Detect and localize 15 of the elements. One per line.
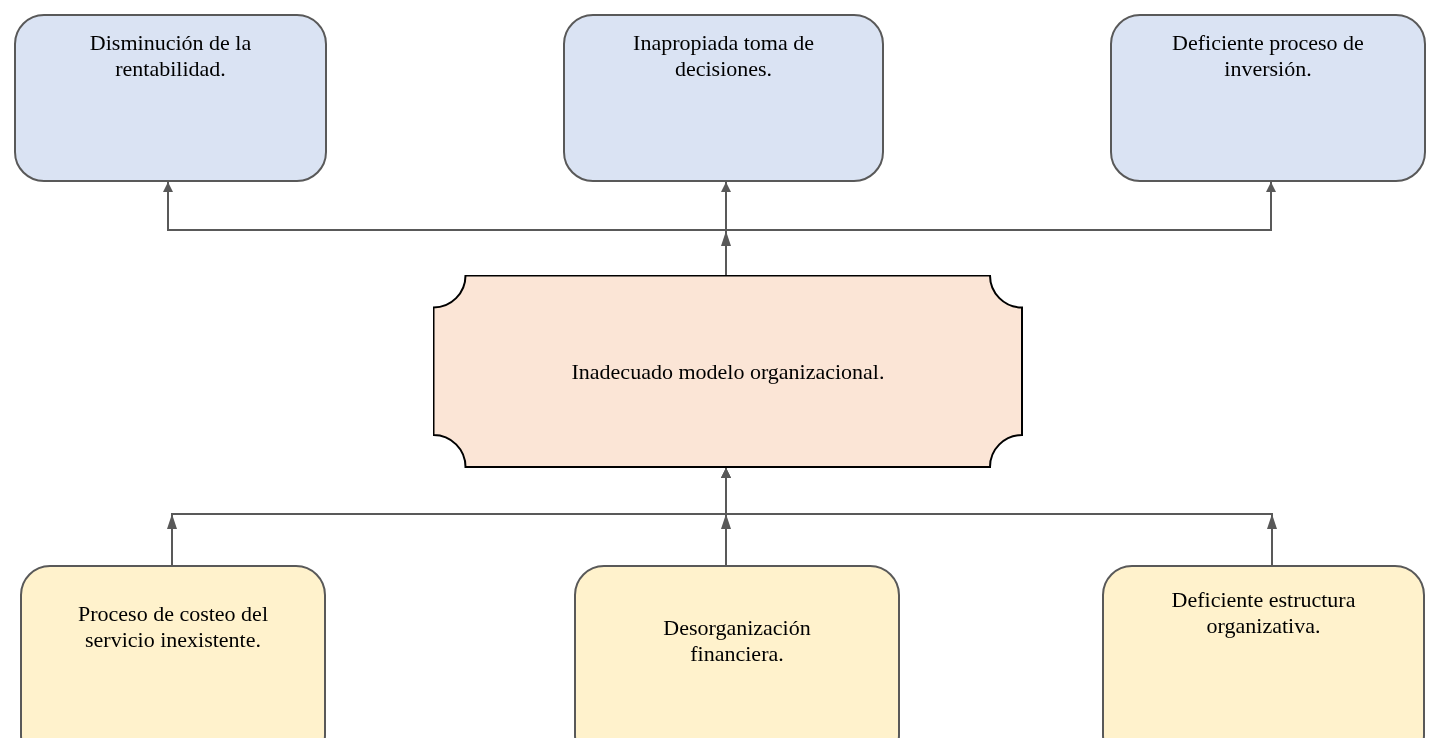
cause-box [574, 565, 900, 738]
node-text: Inapropiada toma de decisiones. [632, 30, 815, 82]
node-text: Deficiente proceso de inversión. [1171, 30, 1365, 82]
node-text: Desorganización financiera. [662, 615, 812, 667]
central-problem-box [433, 275, 1023, 468]
effect-box [14, 14, 327, 182]
node-text: Deficiente estructura organizativa. [1170, 587, 1357, 639]
node-text: Inadecuado modelo organizacional. [571, 358, 885, 385]
effect-box [1110, 14, 1426, 182]
arrow [721, 467, 1273, 566]
node-text: Proceso de costeo del servicio inexistente. [77, 601, 269, 653]
effect-box [563, 14, 884, 182]
cause-box [1102, 565, 1425, 738]
cause-box [20, 565, 326, 738]
node-text: Disminución de la rentabilidad. [88, 30, 253, 82]
